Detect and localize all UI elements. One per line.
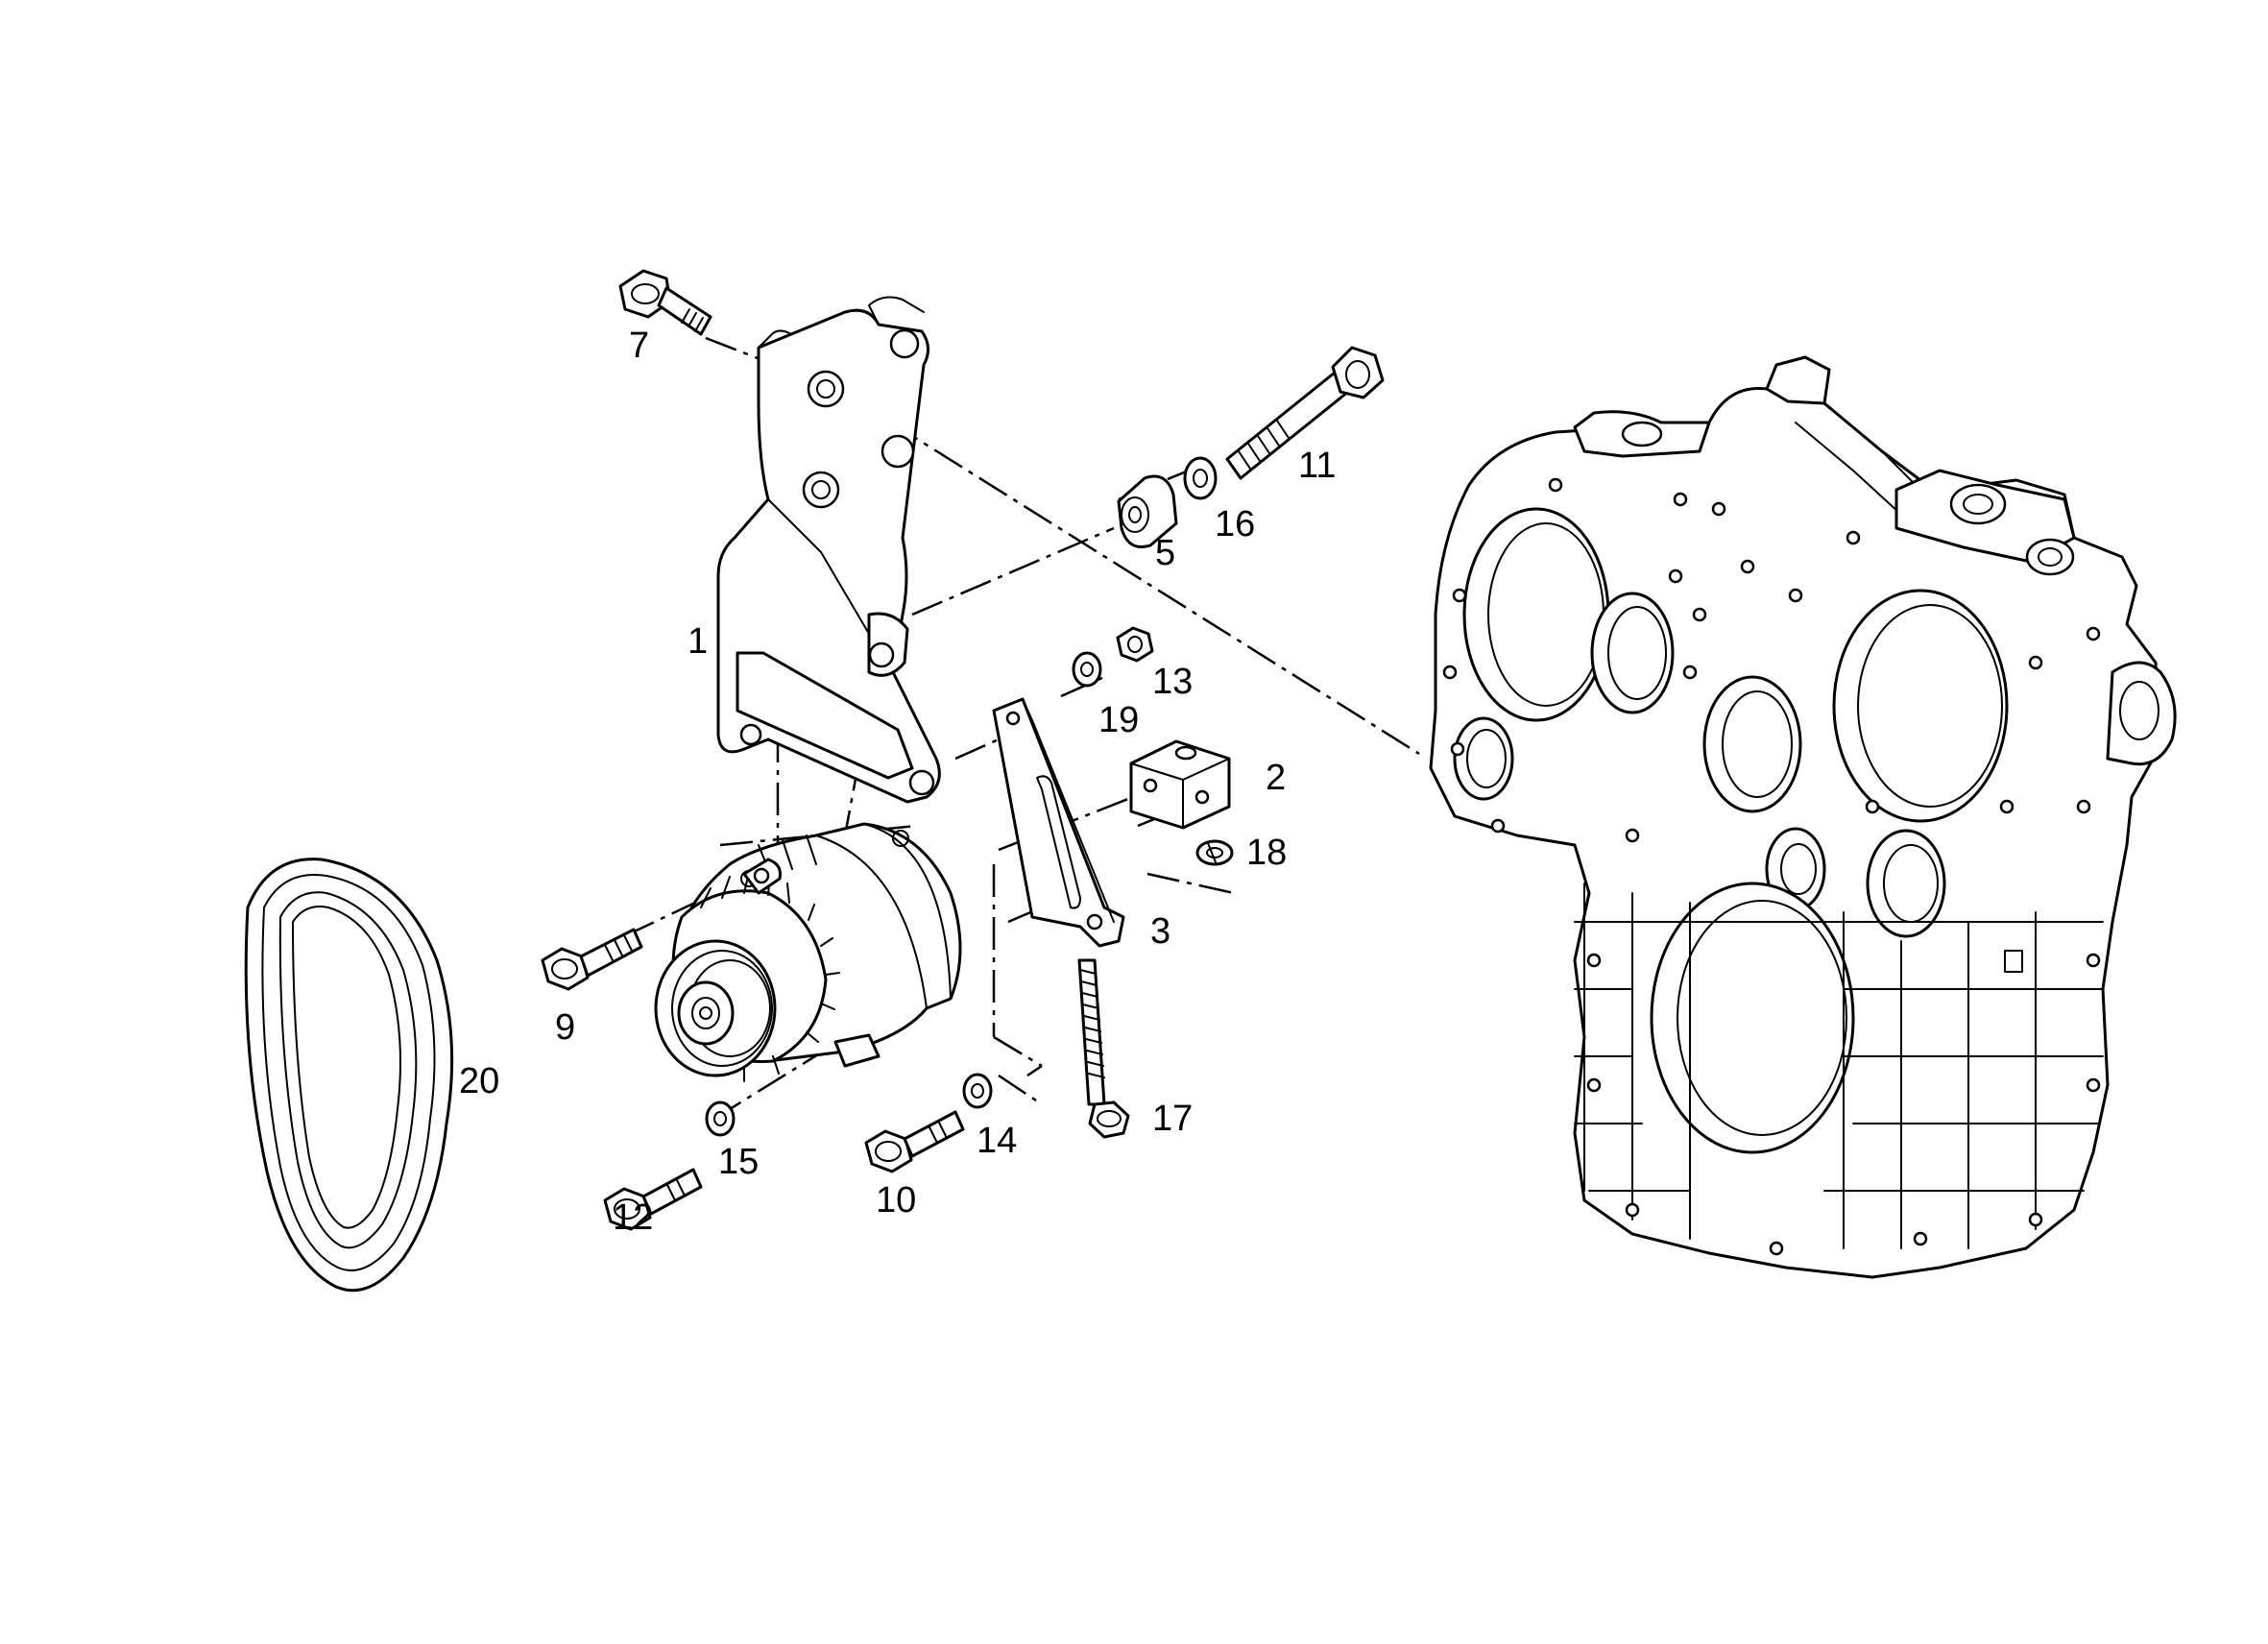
alternator [654,822,962,1082]
bolt-17 [1077,958,1130,1139]
callout-15: 15 [718,1142,759,1182]
callout-2: 2 [1266,758,1286,798]
callout-13: 13 [1152,662,1193,702]
mounting-bracket-1 [716,296,941,804]
callout-16: 16 [1215,504,1255,544]
callout-3: 3 [1150,911,1170,952]
callout-14: 14 [977,1121,1017,1161]
bolt-12 [603,1168,703,1231]
washer-15 [705,1100,736,1137]
callout-17: 17 [1152,1099,1193,1139]
bolt-7 [618,269,712,336]
engine-housing [1429,355,2177,1279]
callout-11: 11 [1298,446,1336,486]
lock-washer-18 [1195,839,1234,866]
bolt-9 [541,928,643,991]
adjusting-strap-3 [992,697,1125,948]
callout-1: 1 [688,621,708,662]
bolt-10 [864,1110,965,1173]
washer-16 [1183,456,1218,500]
washer-14 [962,1073,993,1109]
washer-19 [1072,651,1102,688]
spacer-5 [1117,474,1178,548]
nut-13 [1116,626,1154,663]
callout-20: 20 [459,1061,499,1101]
v-belt-20 [244,858,454,1293]
bolt-11 [1225,346,1385,480]
callout-18: 18 [1246,833,1287,873]
callouts: 1 2 3 5 7 9 10 11 12 13 14 15 16 17 18 1… [459,326,1336,1238]
block-2 [1129,739,1231,830]
callout-10: 10 [876,1180,916,1221]
callout-5: 5 [1155,533,1175,573]
callout-9: 9 [555,1007,575,1048]
callout-19: 19 [1098,700,1139,740]
callout-12: 12 [613,1197,653,1238]
callout-7: 7 [629,326,649,366]
